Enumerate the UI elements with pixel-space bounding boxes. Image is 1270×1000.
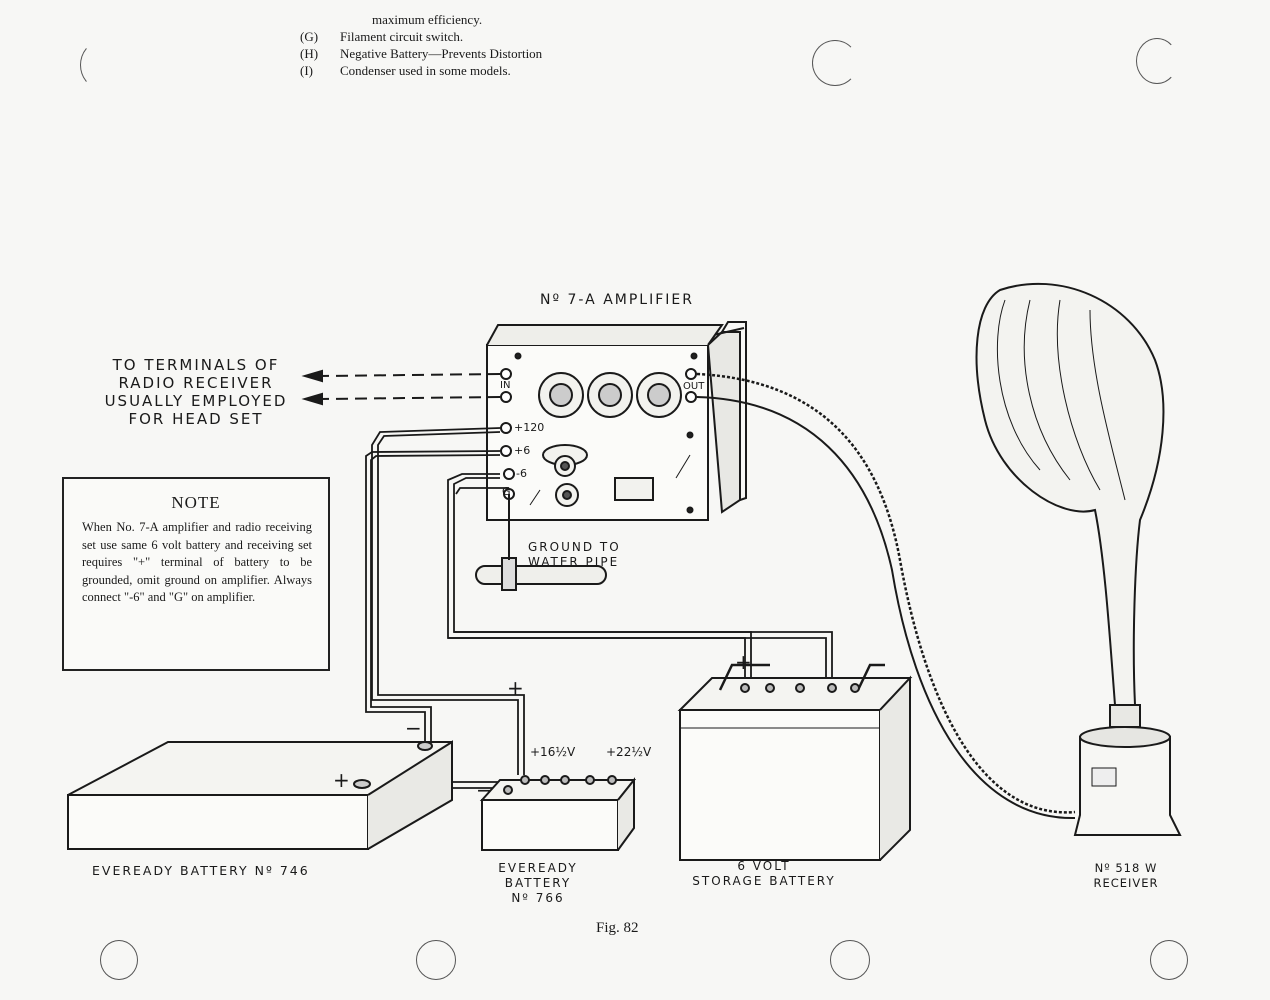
wires: [365, 427, 833, 791]
note-title: NOTE: [171, 493, 221, 512]
battery-766: [479, 775, 637, 851]
battery-766-label: EVEREADY BATTERY Nº 766: [498, 861, 578, 905]
figure-caption: Fig. 82: [596, 920, 639, 936]
plus-746: +: [333, 768, 350, 792]
legend-line-0: maximum efficiency.: [372, 12, 483, 27]
terminal-g: G: [502, 485, 511, 498]
minus-766: −: [476, 778, 493, 802]
terminal-plus120: +120: [514, 421, 545, 434]
terminal-minus6: -6: [516, 467, 527, 480]
radio-receiver-note: TO TERMINALS OF RADIO RECEIVER USUALLY E…: [104, 356, 288, 428]
storage-battery: [677, 663, 913, 861]
binder-hole: [416, 940, 456, 980]
binder-hole: [1150, 940, 1188, 980]
note-body: When No. 7-A amplifier and radio receivi…: [82, 520, 312, 604]
battery-746: [67, 740, 453, 850]
headset-arrows: [301, 369, 501, 406]
battery-746-label: EVEREADY BATTERY Nº 746: [92, 863, 310, 878]
ground-label: GROUND TO WATER PIPE: [528, 540, 621, 569]
legend-line-2: (H)Negative Battery—Prevents Distortion: [300, 46, 543, 61]
binder-hole: [100, 940, 138, 980]
plus-766: +: [507, 676, 524, 700]
tap-16v: +16½V: [530, 745, 576, 759]
horn-receiver: [975, 282, 1182, 836]
binder-hole: [80, 42, 118, 88]
binder-hole: [830, 940, 870, 980]
plus-storage: +: [735, 650, 752, 674]
legend-line-1: (G)Filament circuit switch.: [300, 29, 464, 44]
legend-line-3: (I)Condenser used in some models.: [300, 63, 511, 78]
terminal-plus6: +6: [514, 444, 531, 457]
tap-22v: +22½V: [606, 745, 652, 759]
amp-out-label: OUT: [683, 381, 705, 392]
binder-hole: [1136, 38, 1178, 84]
ground-pipe: [475, 494, 607, 591]
amp-in-label: IN: [500, 380, 511, 391]
receiver-label: Nº 518 W RECEIVER: [1093, 861, 1159, 890]
minus-746: −: [405, 716, 422, 740]
amplifier-title: Nº 7-A AMPLIFIER: [540, 292, 694, 308]
storage-battery-label: 6 VOLT STORAGE BATTERY: [692, 859, 836, 888]
binder-hole: [812, 40, 858, 86]
amplifier-box: [486, 321, 747, 521]
note-box: NOTE When No. 7-A amplifier and radio re…: [62, 477, 330, 671]
